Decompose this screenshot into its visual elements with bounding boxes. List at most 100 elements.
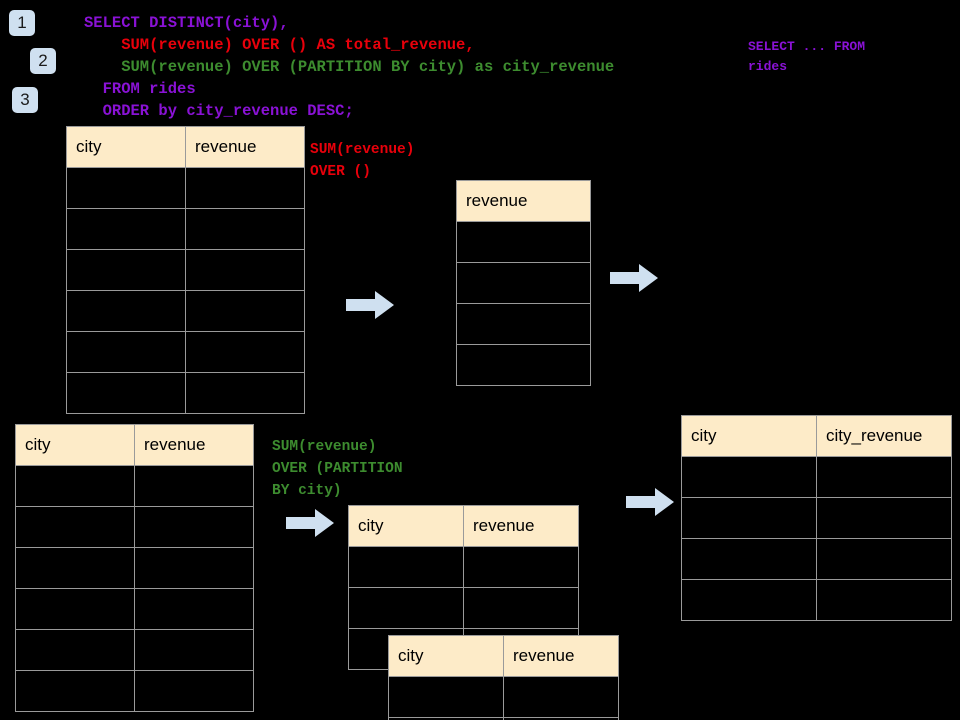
table-cell [503, 676, 619, 718]
table-cell [66, 290, 186, 332]
sql-line-sum-over-empty: SUM(revenue) OVER () AS total_revenue, [84, 36, 475, 54]
table-row [66, 290, 305, 332]
table-cell [66, 249, 186, 291]
table-cell [185, 167, 305, 209]
table-row [348, 587, 579, 629]
table-header-row: city city_revenue [681, 415, 952, 457]
table-cell [456, 221, 591, 263]
table-cell [66, 331, 186, 373]
table-cell [816, 579, 952, 621]
table-row [15, 465, 254, 507]
table-row [66, 249, 305, 291]
table-row [15, 588, 254, 630]
table-cell [456, 262, 591, 304]
sql-line-select-distinct: SELECT DISTINCT(city), [84, 14, 289, 32]
table-cell [463, 546, 579, 588]
table-cell [15, 629, 135, 671]
table-cell [185, 290, 305, 332]
annotation-sum-over-partition: SUM(revenue) OVER (PARTITION BY city) [272, 439, 403, 499]
annotation-sum-over-empty: SUM(revenue) OVER () [310, 142, 415, 180]
column-header-city: city [681, 415, 817, 457]
table-cell [681, 579, 817, 621]
table-row [456, 303, 591, 345]
table-cell [15, 506, 135, 548]
table-header-row: revenue [456, 180, 591, 222]
sql-line-sum-over-partition: SUM(revenue) OVER (PARTITION BY city) as… [84, 58, 615, 76]
table-cell [816, 456, 952, 498]
sql-line-from-rides: FROM rides [84, 80, 196, 98]
column-header-revenue: revenue [463, 505, 579, 547]
table-row [681, 497, 952, 539]
table-row [456, 262, 591, 304]
arrow-right-icon [346, 291, 394, 319]
table-cell [388, 676, 504, 718]
table-cell [66, 208, 186, 250]
table-cell [15, 670, 135, 712]
table-cell [134, 547, 254, 589]
table-row [15, 506, 254, 548]
step-badge-2: 2 [30, 48, 56, 74]
table-cell [463, 587, 579, 629]
column-header-revenue: revenue [456, 180, 591, 222]
table-row [15, 547, 254, 589]
table-cell [681, 456, 817, 498]
table-total-revenue: revenue [456, 180, 591, 386]
table-cell [134, 670, 254, 712]
table-cell [134, 506, 254, 548]
table-header-row: city revenue [388, 635, 619, 677]
table-row [66, 331, 305, 373]
table-row [66, 372, 305, 414]
table-header-row: city revenue [348, 505, 579, 547]
column-header-revenue: revenue [185, 126, 305, 168]
table-cell [456, 344, 591, 386]
table-header-row: city revenue [66, 126, 305, 168]
table-cell [503, 717, 619, 720]
sql-line-order-by: ORDER by city_revenue DESC; [84, 102, 354, 120]
table-row [15, 629, 254, 671]
column-header-city: city [66, 126, 186, 168]
table-cell [15, 588, 135, 630]
table-cell [66, 167, 186, 209]
column-header-revenue: revenue [134, 424, 254, 466]
arrow-right-icon [610, 264, 658, 292]
annotation-select-from-rides: SELECT ... FROM rides [748, 39, 866, 74]
step-badge-1: 1 [9, 10, 35, 36]
table-cell [134, 629, 254, 671]
table-cell [185, 372, 305, 414]
table-cell [15, 547, 135, 589]
table-row [66, 208, 305, 250]
table-cell [456, 303, 591, 345]
table-row [456, 344, 591, 386]
table-row [66, 167, 305, 209]
table-cell [185, 208, 305, 250]
table-row [388, 717, 619, 720]
table-row [681, 456, 952, 498]
arrow-right-icon [286, 509, 334, 537]
table-row [348, 546, 579, 588]
table-partition-front: city revenue [388, 635, 619, 720]
column-header-revenue: revenue [503, 635, 619, 677]
table-row [681, 538, 952, 580]
table-row [15, 670, 254, 712]
table-row [456, 221, 591, 263]
step-badge-3: 3 [12, 87, 38, 113]
table-source-rides-lower: city revenue [15, 424, 254, 712]
table-source-rides: city revenue [66, 126, 305, 414]
table-cell [15, 465, 135, 507]
column-header-city-revenue: city_revenue [816, 415, 952, 457]
table-cell [134, 465, 254, 507]
table-result: city city_revenue [681, 415, 952, 621]
table-row [681, 579, 952, 621]
table-cell [681, 538, 817, 580]
table-header-row: city revenue [15, 424, 254, 466]
column-header-city: city [15, 424, 135, 466]
table-cell [816, 497, 952, 539]
arrow-right-icon [626, 488, 674, 516]
table-row [388, 676, 619, 718]
table-cell [185, 331, 305, 373]
table-cell [816, 538, 952, 580]
table-cell [681, 497, 817, 539]
table-cell [348, 546, 464, 588]
table-cell [348, 587, 464, 629]
